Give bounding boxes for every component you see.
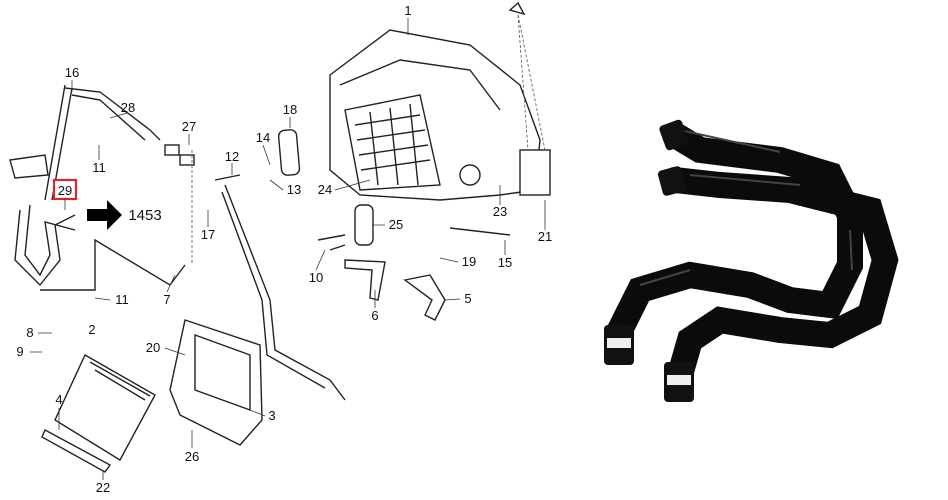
- pipe-12: [214, 174, 346, 401]
- heater-pipe-assembly: [9, 84, 195, 291]
- callout-13: 13: [287, 182, 301, 197]
- callout-11-bottom: 11: [115, 292, 129, 307]
- callout-16: 16: [65, 65, 79, 80]
- callout-1453: 1453: [128, 207, 161, 224]
- callout-15: 15: [498, 255, 512, 270]
- callout-27: 27: [182, 119, 196, 134]
- callout-10: 10: [309, 270, 323, 285]
- callout-2: 2: [88, 322, 95, 337]
- callout-26: 26: [185, 449, 199, 464]
- callout-19: 19: [462, 254, 476, 269]
- filter-2: [54, 354, 156, 461]
- callout-3: 3: [268, 408, 275, 423]
- callout-4: 4: [55, 392, 62, 407]
- callout-14: 14: [256, 130, 270, 145]
- callout-18: 18: [283, 102, 297, 117]
- arrow-right-icon: [87, 200, 122, 230]
- callout-7: 7: [163, 292, 170, 307]
- callout-12: 12: [225, 149, 239, 164]
- callout-17: 17: [201, 227, 215, 242]
- callout-1: 1: [404, 3, 411, 18]
- filter-4: [41, 429, 112, 473]
- callout-25: 25: [389, 217, 403, 232]
- valve-10: [317, 234, 346, 251]
- callout-6: 6: [371, 308, 378, 323]
- heater-hose-photo: [604, 119, 899, 402]
- callout-24: 24: [318, 182, 332, 197]
- callout-5: 5: [464, 291, 471, 306]
- heater-unit-housing: [329, 1, 551, 201]
- callout-28: 28: [121, 100, 135, 115]
- pipe-12b: [221, 191, 326, 389]
- sensor-15: [449, 227, 511, 236]
- callout-11-top: 11: [92, 160, 106, 175]
- callout-8: 8: [26, 325, 33, 340]
- callout-29[interactable]: 29: [58, 183, 72, 198]
- callout-22: 22: [96, 480, 110, 495]
- callout-20: 20: [146, 340, 160, 355]
- callout-23: 23: [493, 204, 507, 219]
- callout-9: 9: [16, 344, 23, 359]
- hose-5: [403, 274, 446, 321]
- seal-18: [277, 129, 301, 176]
- callout-21: 21: [538, 229, 552, 244]
- seal-25: [354, 204, 374, 246]
- hose-6: [344, 259, 386, 301]
- housing-20: [169, 319, 263, 446]
